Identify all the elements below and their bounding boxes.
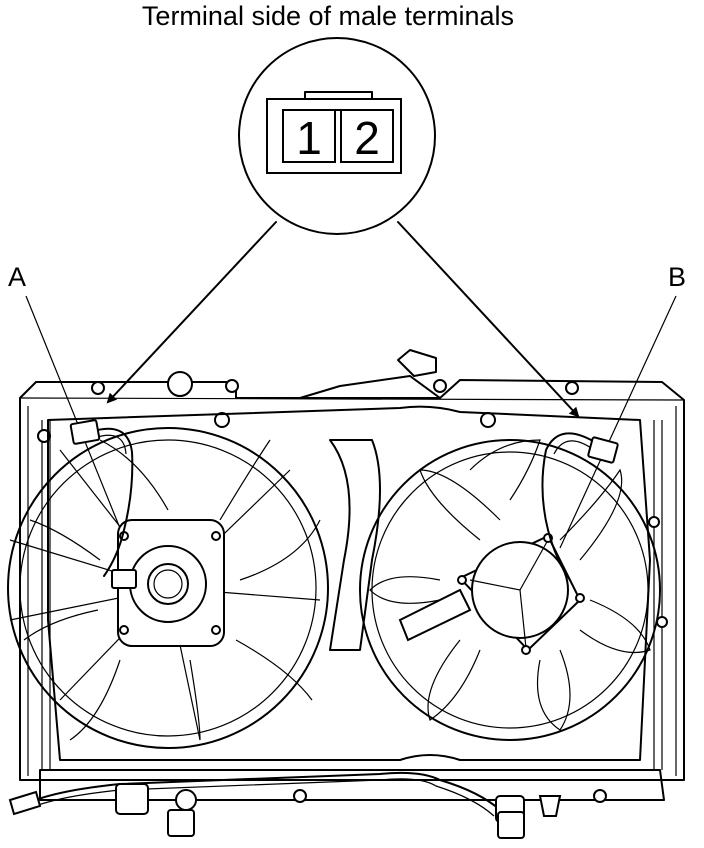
bottom-mount-left — [115, 783, 149, 815]
right-fan-ring-outer — [359, 439, 661, 741]
connector-inset: 1 2 — [238, 37, 436, 235]
fan-shroud — [47, 405, 651, 761]
leader-b — [559, 295, 677, 549]
bottom-rubber-right — [497, 811, 525, 839]
terminal-number-2: 2 — [354, 112, 380, 164]
left-fan — [7, 427, 329, 749]
callout-a: A — [8, 262, 26, 292]
mount-bolt-top-5 — [214, 412, 230, 428]
mount-bolt-top-4 — [91, 381, 105, 395]
magnifier-circle — [238, 37, 436, 235]
left-harness-wire — [89, 427, 134, 577]
terminal-number-1: 1 — [296, 112, 322, 164]
terminal-cavity-1 — [282, 109, 336, 163]
left-harness — [69, 419, 134, 577]
upper-tank-housing — [235, 375, 441, 399]
upper-hose-outlet — [397, 349, 437, 377]
radiator-core-lines — [41, 420, 663, 770]
inset-arrow-right — [397, 221, 580, 418]
right-fan-ring-inner — [371, 451, 649, 729]
shroud-center-strut — [329, 439, 381, 651]
mount-bolt-top-2 — [433, 379, 447, 393]
right-harness-wire — [541, 432, 599, 581]
drain-cap-left — [167, 371, 193, 397]
drain-plug-left — [8, 790, 42, 816]
right-harness — [541, 432, 619, 581]
leader-a — [25, 295, 129, 549]
right-fan — [359, 439, 661, 741]
mount-bolt-top-3 — [565, 381, 579, 395]
mount-bolt-top-1 — [225, 379, 239, 393]
mount-bolt-right-2 — [656, 616, 668, 628]
mount-bolt-right — [648, 516, 660, 528]
left-fan-motor-connector — [111, 569, 137, 589]
left-fan-ring-inner — [19, 439, 317, 737]
connector-latch — [304, 91, 373, 100]
callout-b: B — [668, 262, 686, 292]
left-fan-connector — [69, 419, 101, 445]
inset-arrow-left — [106, 221, 277, 404]
right-fan-strut — [398, 588, 472, 642]
bottom-clip-right — [538, 795, 562, 817]
lower-tube — [29, 771, 501, 811]
left-fan-blades — [23, 439, 321, 741]
radiator — [19, 349, 685, 801]
drain-valve — [175, 789, 197, 811]
right-fan-blades — [369, 439, 651, 731]
right-fan-connector — [587, 436, 619, 464]
lower-fittings — [8, 771, 607, 839]
terminal-cavity-2 — [340, 109, 394, 163]
mount-bolt-top-6 — [480, 412, 496, 428]
diagram-title: Terminal side of male terminals — [142, 1, 514, 31]
bottom-rubber-left — [167, 809, 195, 837]
left-fan-ring-outer — [7, 427, 329, 749]
lower-tank — [39, 769, 665, 801]
